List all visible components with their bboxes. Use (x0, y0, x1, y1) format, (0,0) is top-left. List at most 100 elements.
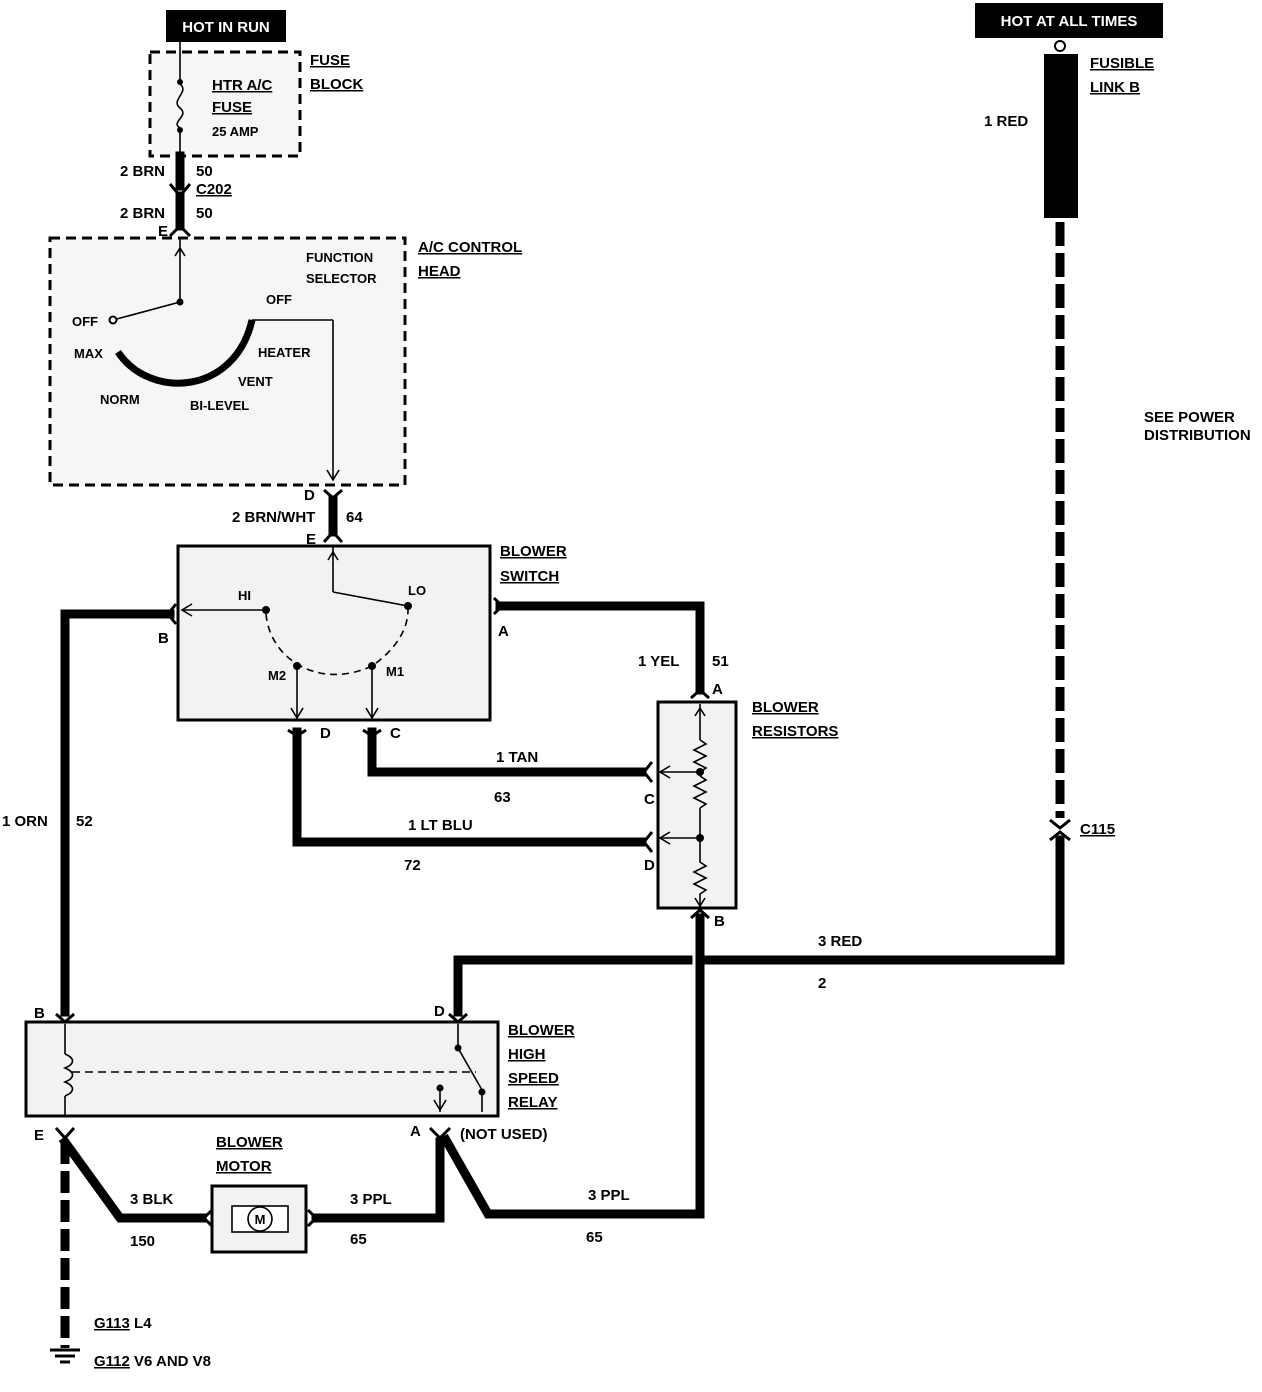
function-selector-label-2: SELECTOR (306, 271, 377, 286)
fuse-block: HTR A/C FUSE 25 AMP (148, 42, 302, 158)
ground-g112-label: G112 V6 AND V8 (94, 1353, 211, 1370)
blower-resistors (656, 700, 738, 910)
circuit-65-b: 65 (586, 1229, 603, 1246)
blower-switch-pin-d: D (320, 725, 331, 742)
wire-72-lt-blu (292, 727, 647, 847)
hot-at-all-times-label: HOT AT ALL TIMES (975, 3, 1163, 38)
blower-switch-arm (332, 591, 409, 607)
resistors-pin-b: B (714, 913, 725, 930)
fusible-link (1044, 40, 1078, 218)
motor-title-2: MOTOR (216, 1158, 272, 1175)
wire-label-brn-1: 2 BRN (120, 163, 165, 180)
relay-title-2: HIGH (508, 1046, 546, 1063)
resistors-title: BLOWER (752, 699, 819, 716)
fuse-rating: 25 AMP (212, 124, 259, 139)
fuse-symbol (176, 83, 184, 129)
motor-symbol: M (255, 1212, 266, 1227)
wire-label-yel: 1 YEL (638, 653, 679, 670)
relay-title-4: RELAY (508, 1094, 557, 1111)
control-head-pin-d: D (304, 487, 315, 504)
wire-63-tan (367, 727, 647, 777)
control-head-title: A/C CONTROL (418, 239, 522, 256)
relay-pin-b: B (34, 1005, 45, 1022)
wire-label-brn-wht: 2 BRN/WHT (232, 509, 315, 526)
blower-high-speed-relay (24, 1012, 500, 1118)
resistor-2 (692, 775, 708, 809)
resistors-title-2: RESISTORS (752, 723, 838, 740)
circuit-51: 51 (712, 653, 729, 670)
svg-text:HOT AT ALL TIMES: HOT AT ALL TIMES (1001, 13, 1138, 30)
wire-label-ppl-1: 3 PPL (350, 1191, 392, 1208)
circuit-63: 63 (494, 789, 511, 806)
wire-65-ppl-resistor (439, 913, 705, 1219)
relay-contact (457, 1047, 483, 1091)
relay-pin-e: E (34, 1127, 44, 1144)
wire-2-red (703, 835, 1065, 965)
blower-switch-pin-e: E (306, 531, 316, 548)
wire-52-orn (60, 609, 175, 1017)
pos-hi: HI (238, 588, 251, 603)
c115-connector (1049, 818, 1071, 830)
pos-norm: NORM (100, 392, 140, 407)
ground-g113-label: G113 L4 (94, 1315, 152, 1332)
blower-switch: E HI LO M2 M1 (176, 531, 492, 722)
fuse-block-title-2: BLOCK (310, 76, 363, 93)
see-power-text: SEE POWER (1144, 409, 1235, 426)
pos-lo: LO (408, 583, 426, 598)
c202-label: C202 (196, 181, 232, 198)
fusible-link-title-2: LINK B (1090, 79, 1140, 96)
wire-65-ppl-motor (311, 1137, 445, 1223)
wire-label-ppl-2: 3 PPL (588, 1187, 630, 1204)
function-selector-label: FUNCTION (306, 250, 373, 265)
control-head-pin-e: E (158, 223, 168, 240)
pos-off-left: OFF (72, 314, 98, 329)
resistor-3 (692, 842, 708, 908)
control-head-title-2: HEAD (418, 263, 461, 280)
ground-icon (50, 1348, 80, 1364)
wire-label-red-3: 3 RED (818, 933, 862, 950)
circuit-2: 2 (818, 975, 826, 992)
circuit-150: 150 (130, 1233, 155, 1250)
pos-m2: M2 (268, 668, 286, 683)
relay-pin-a: A (410, 1123, 421, 1140)
svg-text:HOT IN RUN: HOT IN RUN (182, 19, 270, 36)
resistors-pin-a: A (712, 681, 723, 698)
circuit-72: 72 (404, 857, 421, 874)
wire-label-orn: 1 ORN (2, 813, 48, 830)
fuse-block-title: FUSE (310, 52, 350, 69)
relay-coil (62, 1053, 74, 1097)
blower-switch-pin-b: B (158, 630, 169, 647)
relay-pin-d: D (434, 1003, 445, 1020)
wire-label-red-1: 1 RED (984, 113, 1028, 130)
relay-title-3: SPEED (508, 1070, 559, 1087)
relay-title: BLOWER (508, 1022, 575, 1039)
wire-2-red-relay (453, 955, 693, 1017)
see-power-text-2: DISTRIBUTION (1144, 427, 1251, 444)
pos-max: MAX (74, 346, 103, 361)
pos-bi-level: BI-LEVEL (190, 398, 249, 413)
selector-arc (115, 319, 256, 387)
blower-switch-title-2: SWITCH (500, 568, 559, 585)
pos-vent: VENT (238, 374, 273, 389)
wire-150-blk (58, 1135, 207, 1223)
blower-switch-title: BLOWER (500, 543, 567, 560)
pos-off-right: OFF (266, 292, 292, 307)
motor-title: BLOWER (216, 1134, 283, 1151)
wire-label-lt-blu: 1 LT BLU (408, 817, 473, 834)
ac-control-head: E FUNCTION SELECTOR OFF OFF MAX HEATER V… (48, 223, 407, 487)
resistor-1 (692, 739, 708, 773)
circuit-50-upper: 50 (196, 163, 213, 180)
fuse-name: HTR A/C (212, 77, 272, 94)
pos-m1: M1 (386, 664, 404, 679)
fusible-link-title: FUSIBLE (1090, 55, 1154, 72)
blower-switch-pin-c: C (390, 725, 401, 742)
hot-in-run-label: HOT IN RUN (166, 10, 286, 42)
resistors-pin-c: C (644, 791, 655, 808)
circuit-64: 64 (346, 509, 363, 526)
circuit-52: 52 (76, 813, 93, 830)
wire-label-tan: 1 TAN (496, 749, 538, 766)
circuit-50-lower: 50 (196, 205, 213, 222)
blower-motor: M (210, 1184, 308, 1254)
wire-label-blk: 3 BLK (130, 1191, 174, 1208)
c115-label: C115 (1080, 821, 1115, 838)
